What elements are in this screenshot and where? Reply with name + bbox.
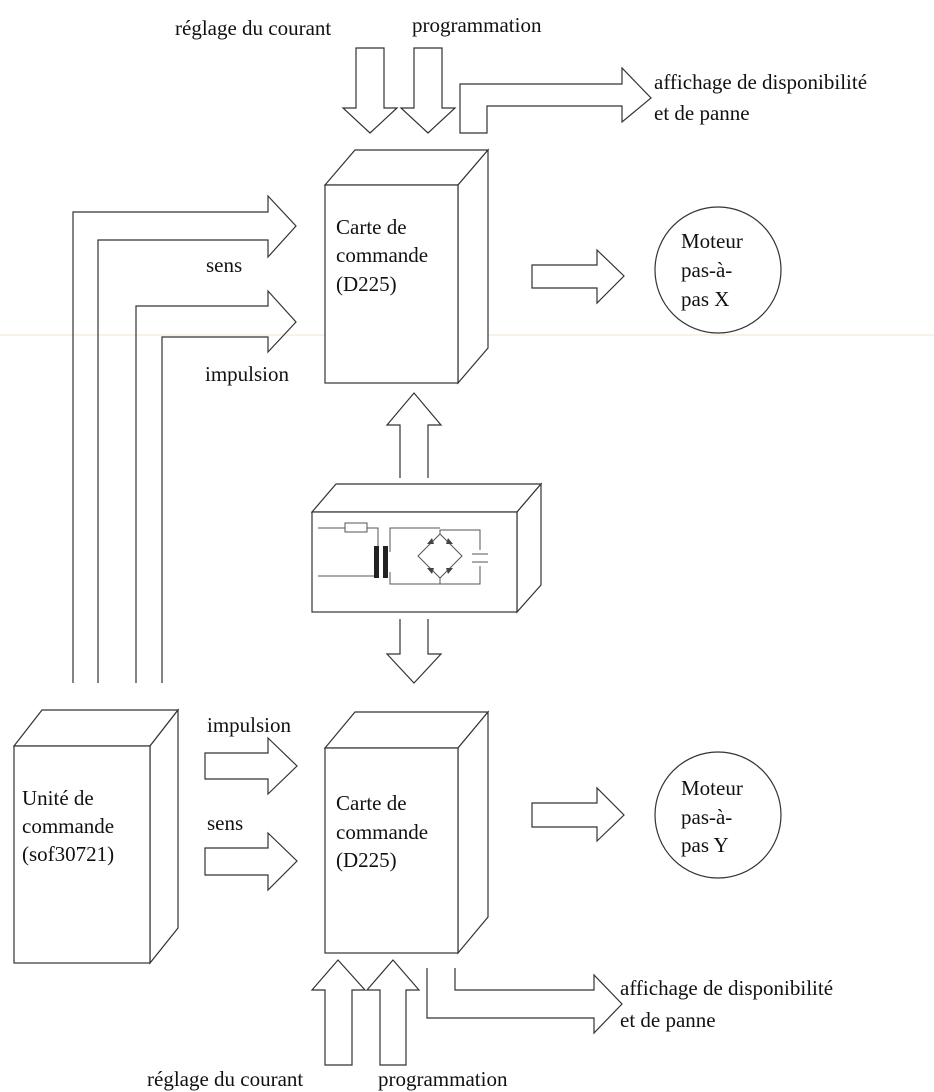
bottom-current-label: réglage du courant xyxy=(147,1067,303,1091)
top-programming-arrow xyxy=(399,47,457,134)
bottom-current-arrow xyxy=(310,959,367,1066)
card-x-line3: (D225) xyxy=(336,272,397,296)
motor-x-line2: pas-à- xyxy=(681,258,732,282)
rectifier-circuit-icon xyxy=(318,522,488,585)
bottom-status-line2: et de panne xyxy=(620,1008,716,1032)
card-y-line1: Carte de xyxy=(336,791,407,815)
control-unit-line3: (sof30721) xyxy=(22,842,114,866)
motor-y-circle xyxy=(654,751,782,879)
pulse-y-label: impulsion xyxy=(207,713,292,737)
power-to-card-x-arrow xyxy=(385,392,443,478)
bottom-programming-arrow xyxy=(365,959,421,1066)
pulse-x-label: impulsion xyxy=(205,362,290,386)
control-unit-line1: Unité de xyxy=(22,786,94,810)
direction-y-label: sens xyxy=(207,811,243,835)
top-current-label: réglage du courant xyxy=(175,16,331,40)
top-status-arrow xyxy=(459,66,652,134)
motor-y-line3: pas Y xyxy=(681,833,729,857)
motor-y-line2: pas-à- xyxy=(681,805,732,829)
card-y-to-motor-arrow xyxy=(531,786,625,843)
card-x-line1: Carte de xyxy=(336,215,407,239)
direction-y-arrow xyxy=(204,831,298,892)
top-status-line1: affichage de disponibilité xyxy=(654,70,867,94)
control-unit-box xyxy=(12,708,180,965)
direction-x-label: sens xyxy=(206,253,242,277)
card-x-box xyxy=(323,148,490,385)
pulse-x-arrow xyxy=(135,289,297,683)
motor-x-line3: pas X xyxy=(681,287,729,311)
card-x-line2: commande xyxy=(336,243,428,267)
motor-x-line1: Moteur xyxy=(681,229,743,253)
bottom-programming-label: programmation xyxy=(378,1067,508,1091)
control-unit-line2: commande xyxy=(22,814,114,838)
top-status-line2: et de panne xyxy=(654,101,750,125)
top-programming-label: programmation xyxy=(412,13,542,37)
direction-x-arrow xyxy=(72,194,297,683)
card-x-to-motor-arrow xyxy=(531,248,625,305)
bottom-status-line1: affichage de disponibilité xyxy=(620,976,833,1000)
top-current-arrow xyxy=(341,47,399,134)
pulse-y-arrow xyxy=(204,736,298,796)
bottom-status-arrow xyxy=(426,968,623,1035)
card-y-line2: commande xyxy=(336,820,428,844)
motor-y-line1: Moteur xyxy=(681,776,743,800)
power-to-card-y-arrow xyxy=(385,619,443,684)
card-y-line3: (D225) xyxy=(336,848,397,872)
card-y-box xyxy=(323,710,490,955)
motor-x-circle xyxy=(654,206,782,334)
